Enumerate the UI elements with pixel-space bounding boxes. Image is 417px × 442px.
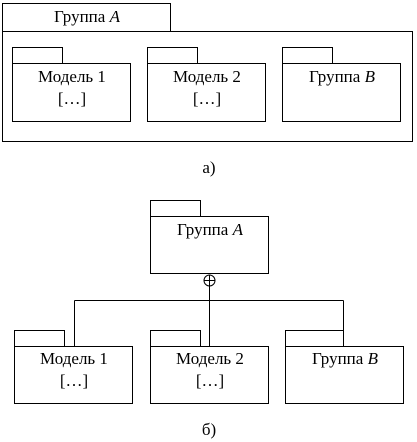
package-detail: […]: [192, 89, 222, 108]
package-group-b: Группа B: [309, 67, 375, 86]
package-body: [12, 63, 131, 122]
child-label: Модель 2: [176, 349, 244, 368]
package-tab: [12, 47, 63, 64]
child-tab: [150, 330, 201, 347]
child-body: [14, 346, 133, 404]
parent-body: [150, 216, 269, 274]
parent-label: Группа A: [177, 220, 243, 239]
caption-a: а): [202, 158, 216, 177]
package-detail: […]: [57, 89, 87, 108]
child-model-2: Модель 2 […]: [151, 348, 269, 392]
package-label: Модель 2: [173, 67, 241, 86]
package-tab: [282, 47, 333, 64]
child-detail: […]: [195, 371, 225, 390]
child-tab: [285, 330, 344, 347]
caption-b: б): [201, 420, 217, 439]
child-detail: […]: [59, 371, 89, 390]
child-group-b: Группа B: [312, 349, 378, 368]
parent-tab: [150, 200, 201, 217]
package-model-2: Модель 2 […]: [148, 66, 266, 110]
child-model-1: Модель 1 […]: [15, 348, 133, 392]
container-body: [2, 31, 413, 142]
package-label: Модель 1: [38, 67, 106, 86]
package-body: [282, 63, 401, 122]
package-body: [147, 63, 266, 122]
package-model-1: Модель 1 […]: [13, 66, 131, 110]
package-tab: [147, 47, 198, 64]
child-tab: [14, 330, 65, 347]
child-label: Модель 1: [40, 349, 108, 368]
child-body: [285, 346, 404, 404]
container-label: Группа A: [54, 7, 120, 26]
